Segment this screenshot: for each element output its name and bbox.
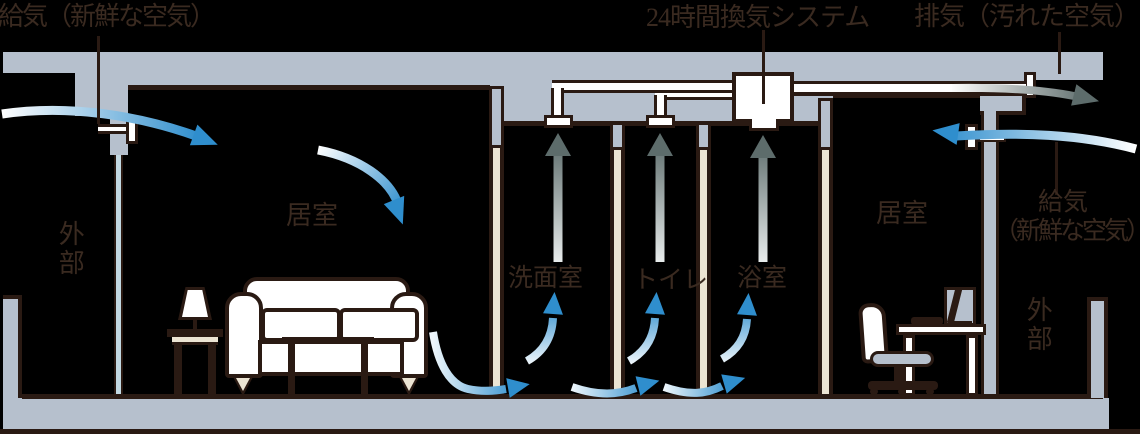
monitor-stand [948,321,972,326]
ceiling-line-living-left [126,85,490,90]
duct-washroom [552,80,734,93]
ground-line [0,429,1140,434]
wall-living-washroom [489,148,504,395]
room-label-bathroom: 浴室 [737,265,788,292]
office-chair-seat [870,351,934,367]
extract-arrow-toilet [647,133,673,262]
rising-air-arrow-washroom [524,292,563,365]
keyboard-icon [911,317,943,325]
outside-ground-left [3,295,22,398]
wall-living-washroom-stub [489,86,504,148]
duct-riser-toilet [654,95,667,120]
exhaust-air-arrow [951,83,1099,106]
ceiling-plenum-left [112,73,490,87]
coffee-table-leg [361,344,368,395]
coffee-table-top [282,337,374,344]
supply-air-arrow-left [1,105,218,146]
exhaust-air-label: 排気（汚れた空気） [914,2,1140,31]
roof-eave [1025,52,1103,80]
office-chair-base [868,381,938,390]
pointer-system [762,30,765,104]
office-chair-stem [894,367,906,383]
room-label-outside-left: 外部 [55,220,85,278]
side-table-leg [174,345,182,397]
floor [3,398,1109,429]
floor-line [22,394,1103,399]
sofa-cushion [339,308,419,342]
lamp-stem [193,318,197,332]
rising-air-arrow-bath [719,293,757,363]
underdoor-arrow-washroom [429,331,530,398]
side-table-leg [208,345,216,397]
chair-caster [898,388,906,395]
room-label-washroom: 洗面室 [508,265,584,292]
wall-washroom-toilet-stub [610,122,625,150]
ceiling-vent-washroom [544,115,573,128]
extract-arrow-bath [750,135,776,262]
wall-bath-living-stub [818,98,833,150]
room-label-toilet: トイレ [633,267,709,294]
roof-band [3,52,1103,73]
supply-air-arrow-right [932,123,1138,154]
wall-toilet-bath [696,150,711,395]
duct-riser-washroom [551,88,564,120]
desk-leg [966,335,978,396]
ceiling-vent-toilet [646,115,675,128]
side-table-top [167,329,223,337]
ventilation-system-label: 24時間換気システム [646,3,870,32]
supply-air-label-left: 給気（新鮮な空気） [0,2,216,31]
pointer-supply-left [97,36,100,124]
underdoor-arrow-bath [662,374,746,397]
living-room-airflow-arrow [317,145,405,225]
room-label-living-left: 居室 [286,201,339,230]
wall-bath-living [818,150,833,395]
wall-toilet-bath-stub [696,122,711,150]
coffee-table-leg [288,344,295,395]
pointer-exhaust [1058,32,1061,74]
chair-caster [870,388,878,395]
underdoor-arrow-toilet [570,376,660,398]
outside-ground-right [1087,297,1108,398]
supply-air-label-right-line2: （新鮮な空気） [994,218,1140,245]
right-wall-top [980,94,1026,115]
left-supply-vent-pipe-core [98,127,128,131]
ventilation-unit-intake [749,119,779,131]
extract-arrow-washroom [545,133,571,262]
rising-air-arrow-toilet [626,292,665,365]
wall-washroom-toilet [610,150,625,395]
supply-air-label-right-line1: 給気 [1038,189,1089,216]
pointer-supply-right [1055,142,1058,195]
side-table-shelf [172,337,218,345]
left-wall [114,155,123,397]
room-label-living-right: 居室 [876,199,929,228]
chair-caster [926,388,934,395]
room-label-outside-right: 外部 [1023,296,1053,354]
desk-top [896,324,986,335]
